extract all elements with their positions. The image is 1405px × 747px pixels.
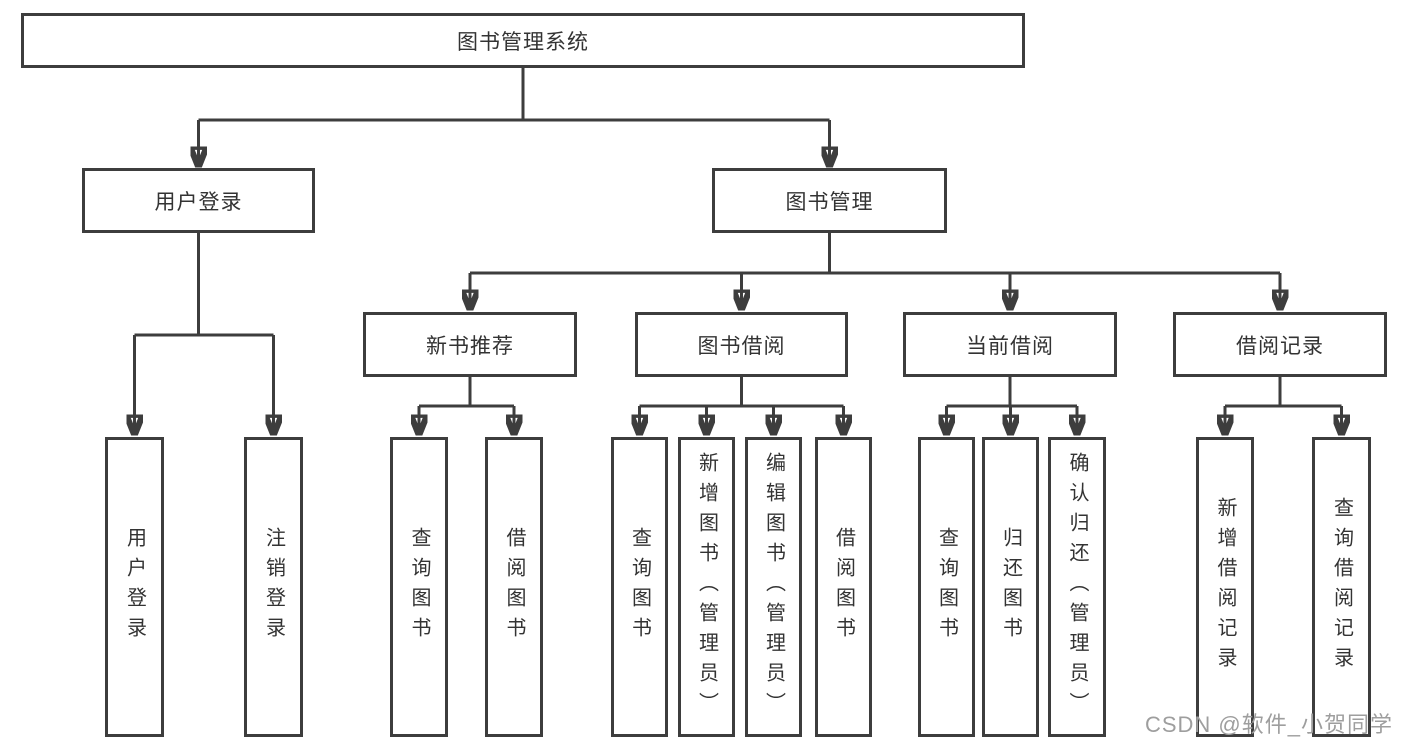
node-current-borrowing: 当前借阅 — [903, 312, 1117, 377]
node-book-management: 图书管理 — [712, 168, 947, 233]
csdn-watermark: CSDN @软件_小贺同学 — [1144, 712, 1393, 737]
leaf-label: 查询借阅记录 — [1330, 497, 1353, 677]
node-book-borrowing-label: 图书借阅 — [697, 334, 786, 358]
leaf-label: 借阅图书 — [503, 527, 525, 647]
leaf-logout: 注销登录 — [244, 437, 303, 737]
leaf-query-books-1: 查询图书 — [390, 437, 448, 737]
node-borrowing-records-label: 借阅记录 — [1236, 334, 1324, 358]
leaf-borrow-books-2: 借阅图书 — [815, 437, 872, 737]
leaf-confirm-return-admin: 确认归还（管理员） — [1048, 437, 1106, 737]
leaf-label: 借阅图书 — [832, 527, 855, 647]
connector-book-borrow-children — [640, 377, 844, 435]
leaf-label: 查询图书 — [935, 527, 958, 647]
leaf-add-borrow-record: 新增借阅记录 — [1196, 437, 1254, 737]
node-book-borrowing: 图书借阅 — [635, 312, 848, 377]
node-new-book-recommend-label: 新书推荐 — [426, 334, 514, 358]
leaf-label: 新增借阅记录 — [1214, 497, 1236, 677]
leaf-edit-books-admin: 编辑图书（管理员） — [745, 437, 802, 737]
leaf-label: 新增图书（管理员） — [695, 452, 718, 722]
connector-root-to-level2 — [199, 68, 830, 167]
leaf-user-login: 用户登录 — [105, 437, 164, 737]
node-root: 图书管理系统 — [21, 13, 1025, 68]
node-user-login: 用户登录 — [82, 168, 315, 233]
leaf-query-books-2: 查询图书 — [611, 437, 668, 737]
node-borrowing-records: 借阅记录 — [1173, 312, 1387, 377]
leaf-label: 用户登录 — [123, 527, 146, 647]
leaf-query-books-3: 查询图书 — [918, 437, 975, 737]
leaf-label: 归还图书 — [999, 527, 1022, 647]
leaf-label: 编辑图书（管理员） — [762, 452, 785, 722]
leaf-label: 注销登录 — [262, 527, 285, 647]
connector-book-management-children — [470, 233, 1280, 310]
connector-new-book-children — [419, 377, 514, 435]
node-new-book-recommend: 新书推荐 — [363, 312, 577, 377]
node-root-label: 图书管理系统 — [457, 30, 589, 54]
leaf-label: 查询图书 — [408, 527, 430, 647]
leaf-label: 确认归还（管理员） — [1066, 452, 1088, 722]
node-current-borrowing-label: 当前借阅 — [966, 334, 1054, 358]
leaf-query-borrow-record: 查询借阅记录 — [1312, 437, 1371, 737]
leaf-add-books-admin: 新增图书（管理员） — [678, 437, 735, 737]
connector-user-login-children — [135, 233, 274, 435]
leaf-label: 查询图书 — [628, 527, 651, 647]
connector-borrow-records-children — [1225, 377, 1342, 435]
node-book-management-label: 图书管理 — [785, 190, 874, 214]
node-user-login-label: 用户登录 — [154, 190, 243, 214]
leaf-return-books: 归还图书 — [982, 437, 1039, 737]
connector-current-borrow-children — [947, 377, 1078, 435]
leaf-borrow-books-1: 借阅图书 — [485, 437, 543, 737]
